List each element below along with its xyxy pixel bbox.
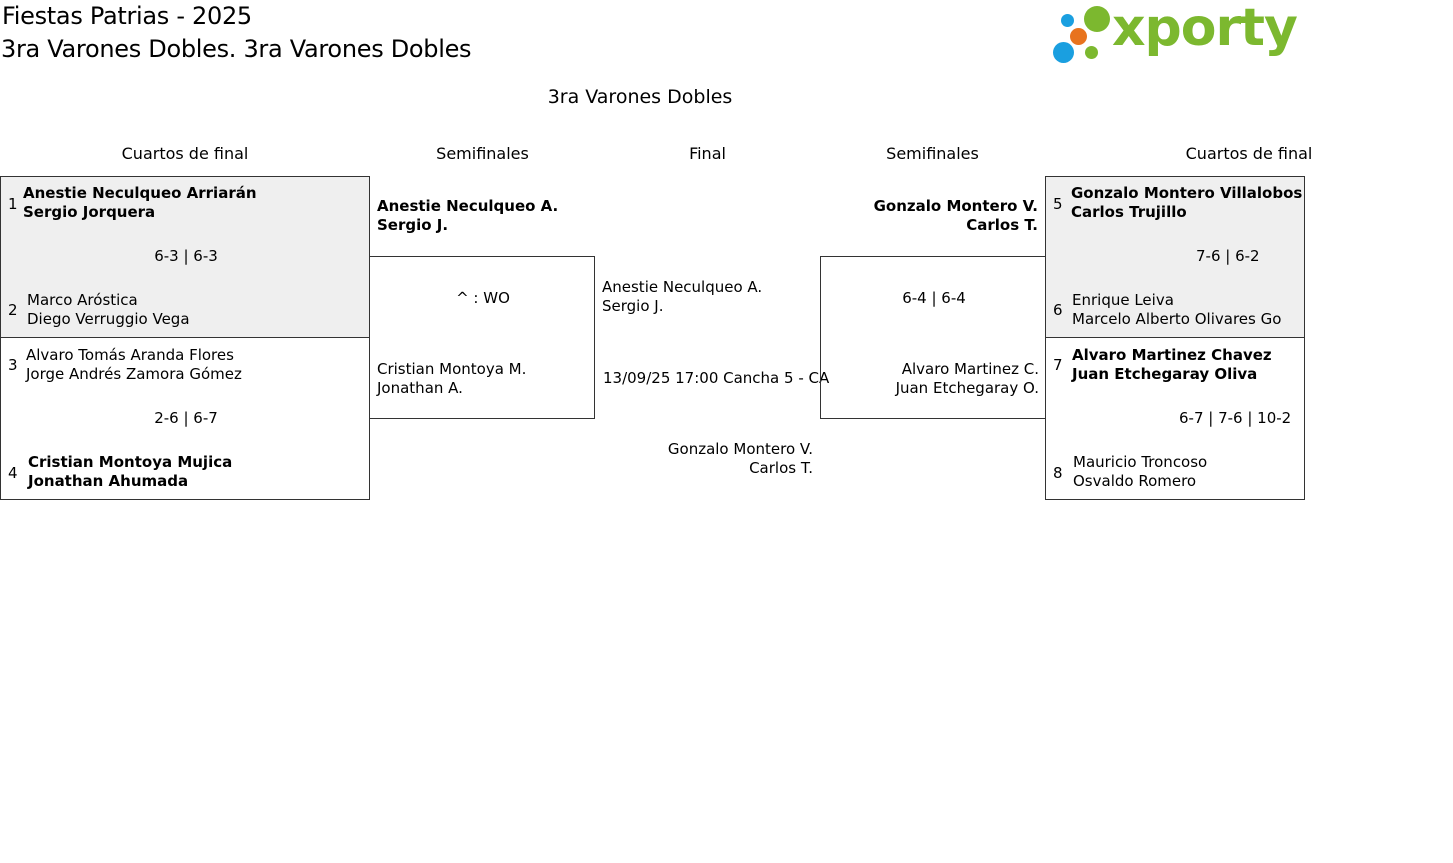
semifinal-match-2[interactable]: 6-4 | 6-4 Alvaro Martinez C. Juan Etcheg… — [820, 256, 1046, 419]
player-name: Sergio J. — [377, 216, 449, 234]
player-name: Carlos T. — [749, 459, 813, 477]
player-name: Jorge Andrés Zamora Gómez — [26, 365, 242, 383]
logo-text: xporty — [1112, 0, 1298, 58]
player-name: Cristian Montoya Mujica — [28, 453, 233, 471]
logo-dot-orange — [1070, 28, 1087, 45]
player-name: Sergio Jorquera — [23, 203, 156, 221]
team-winner: Alvaro Martinez Chavez Juan Etchegaray O… — [1072, 346, 1272, 384]
player-name: Gonzalo Montero V. — [667, 440, 813, 458]
seed-number: 5 — [1053, 195, 1063, 213]
team: Mauricio Troncoso Osvaldo Romero — [1073, 453, 1207, 491]
player-name: Enrique Leiva — [1072, 291, 1174, 309]
player-name: Alvaro Martinez C. — [901, 360, 1039, 378]
quarterfinal-match-3[interactable]: 5 Gonzalo Montero Villalobos Carlos Truj… — [1045, 176, 1305, 338]
logo-dot-green — [1084, 6, 1110, 32]
player-name: Anestie Neculqueo A. — [377, 197, 559, 215]
seed-number: 4 — [8, 464, 18, 482]
round-header-right-quarters: Cuartos de final — [1185, 144, 1313, 163]
round-header-left-quarters: Cuartos de final — [121, 144, 249, 163]
seed-number: 7 — [1053, 356, 1063, 374]
player-name: Marcelo Alberto Olivares Go — [1072, 310, 1282, 328]
player-name: Alvaro Tomás Aranda Flores — [26, 346, 234, 364]
final-schedule: 13/09/25 17:00 Cancha 5 - CA — [603, 369, 830, 387]
final-team-bottom: Gonzalo Montero V. Carlos T. — [595, 440, 813, 478]
seed-number: 3 — [8, 356, 18, 374]
player-name: Carlos Trujillo — [1071, 203, 1187, 221]
match-score: 2-6 | 6-7 — [154, 409, 218, 427]
player-name: Jonathan Ahumada — [28, 472, 189, 490]
match-score: ^ : WO — [456, 289, 510, 307]
semifinal-2-team-winner: Gonzalo Montero V. Carlos T. — [820, 197, 1038, 235]
team-winner: Gonzalo Montero Villalobos Carlos Trujil… — [1071, 184, 1302, 222]
seed-number: 2 — [8, 301, 18, 319]
player-name: Gonzalo Montero V. — [873, 197, 1038, 215]
seed-number: 1 — [8, 195, 18, 213]
logo-dot-blue-large — [1053, 42, 1074, 63]
team-winner: Cristian Montoya Mujica Jonathan Ahumada — [28, 453, 232, 491]
player-name: Marco Aróstica — [27, 291, 138, 309]
semifinal-match-1[interactable]: ^ : WO Cristian Montoya M. Jonathan A. — [369, 256, 595, 419]
match-score: 6-4 | 6-4 — [902, 289, 966, 307]
quarterfinal-match-4[interactable]: 7 Alvaro Martinez Chavez Juan Etchegaray… — [1045, 337, 1305, 500]
team-winner: Anestie Neculqueo Arriarán Sergio Jorque… — [23, 184, 257, 222]
player-name: Juan Etchegaray O. — [895, 379, 1039, 397]
player-name: Alvaro Martinez Chavez — [1072, 346, 1272, 364]
seed-number: 6 — [1053, 301, 1063, 319]
match-score: 6-7 | 7-6 | 10-2 — [1179, 409, 1292, 427]
player-name: Carlos T. — [966, 216, 1038, 234]
category-title: 3ra Varones Dobles. 3ra Varones Dobles — [1, 35, 472, 63]
player-name: Osvaldo Romero — [1073, 472, 1197, 490]
logo-dot-green-small — [1085, 46, 1098, 59]
team: Alvaro Tomás Aranda Flores Jorge Andrés … — [26, 346, 242, 384]
player-name: Juan Etchegaray Oliva — [1072, 365, 1258, 383]
player-name: Sergio J. — [602, 297, 664, 315]
player-name: Gonzalo Montero Villalobos — [1071, 184, 1303, 202]
event-title: Fiestas Patrias - 2025 — [2, 2, 252, 30]
round-header-left-semis: Semifinales — [436, 144, 529, 163]
player-name: Anestie Neculqueo A. — [602, 278, 763, 296]
seed-number: 8 — [1053, 464, 1063, 482]
semifinal-1-team-winner: Anestie Neculqueo A. Sergio J. — [377, 197, 558, 235]
match-score: 7-6 | 6-2 — [1196, 247, 1260, 265]
player-name: Diego Verruggio Vega — [27, 310, 190, 328]
quarterfinal-match-1[interactable]: 1 Anestie Neculqueo Arriarán Sergio Jorq… — [0, 176, 370, 338]
logo-dot-blue — [1061, 14, 1074, 27]
team: Alvaro Martinez C. Juan Etchegaray O. — [821, 360, 1039, 398]
bracket-title: 3ra Varones Dobles — [547, 86, 733, 108]
quarterfinal-match-2[interactable]: 3 Alvaro Tomás Aranda Flores Jorge André… — [0, 337, 370, 500]
match-score: 6-3 | 6-3 — [154, 247, 218, 265]
team: Marco Aróstica Diego Verruggio Vega — [27, 291, 190, 329]
final-team-top: Anestie Neculqueo A. Sergio J. — [602, 278, 762, 316]
player-name: Anestie Neculqueo Arriarán — [23, 184, 257, 202]
xporty-logo: xporty — [1052, 0, 1298, 68]
round-header-final: Final — [689, 144, 726, 163]
team: Cristian Montoya M. Jonathan A. — [377, 360, 526, 398]
player-name: Mauricio Troncoso — [1073, 453, 1208, 471]
round-header-right-semis: Semifinales — [886, 144, 979, 163]
player-name: Jonathan A. — [377, 379, 463, 397]
team: Enrique Leiva Marcelo Alberto Olivares G… — [1072, 291, 1281, 329]
player-name: Cristian Montoya M. — [377, 360, 527, 378]
